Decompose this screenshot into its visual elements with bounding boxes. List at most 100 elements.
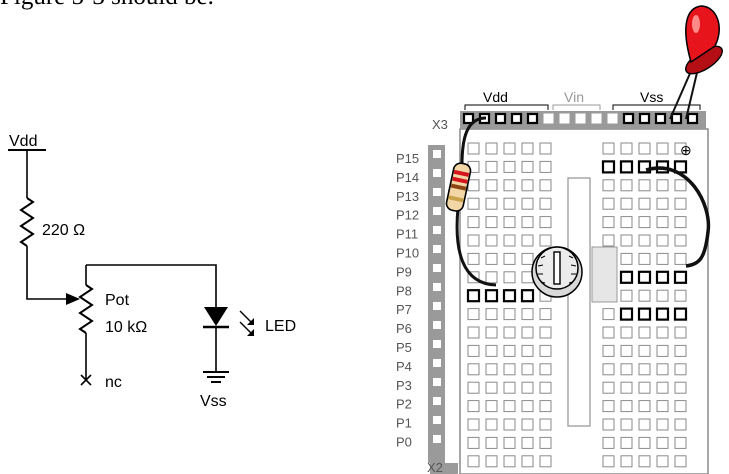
breadboard-hole (656, 455, 669, 468)
breadboard-hole (602, 326, 615, 339)
pin-label: P6 (396, 321, 412, 336)
breadboard-hole (638, 344, 651, 357)
led-label: LED (265, 318, 296, 335)
breadboard-hole (602, 197, 615, 210)
x3-hole (575, 113, 586, 124)
breadboard-hole (539, 363, 552, 376)
breadboard-hole (637, 160, 652, 174)
breadboard-hole (674, 418, 687, 431)
breadboard-hole (620, 252, 633, 265)
breadboard-hole (674, 216, 687, 229)
breadboard-hole (485, 344, 498, 357)
breadboard-hole (656, 326, 669, 339)
p-hole (433, 397, 441, 405)
breadboard-hole (602, 400, 615, 413)
breadboard-hole (656, 344, 669, 357)
pin-label: P1 (396, 416, 412, 431)
pin-label: P15 (396, 151, 419, 166)
p-hole (433, 150, 441, 158)
p-hole (433, 302, 441, 310)
breadboard-hole (655, 270, 670, 284)
plus-marker: ⊕ (680, 142, 692, 158)
breadboard-hole (620, 455, 633, 468)
breadboard-hole (656, 197, 669, 210)
breadboard-hole (539, 344, 552, 357)
breadboard-hole (619, 160, 634, 174)
led-symbol (204, 307, 228, 326)
arrow-head (247, 318, 254, 325)
breadboard-hole (620, 400, 633, 413)
pin-label: P2 (396, 397, 412, 412)
breadboard-hole (638, 436, 651, 449)
breadboard-hole (503, 418, 516, 431)
breadboard-hole (674, 344, 687, 357)
breadboard-hole (485, 436, 498, 449)
breadboard-hole (620, 142, 633, 155)
breadboard-hole (503, 400, 516, 413)
breadboard-hole (620, 418, 633, 431)
pin-label: P3 (396, 378, 412, 393)
breadboard-hole (503, 216, 516, 229)
pin-label: P11 (396, 227, 418, 242)
breadboard-hole (656, 400, 669, 413)
breadboard-hole (503, 179, 516, 192)
x3-hole (526, 112, 539, 125)
vss-label: Vss (200, 393, 227, 410)
breadboard-hole (539, 160, 552, 173)
breadboard-hole (521, 179, 534, 192)
breadboard-hole (485, 308, 498, 321)
breadboard-hole (485, 252, 498, 265)
arrow-head (247, 329, 254, 336)
breadboard-hole (655, 307, 670, 321)
pot-name: Pot (105, 292, 130, 309)
breadboard-hole (638, 179, 651, 192)
breadboard-hole (485, 142, 498, 155)
schematic: Vdd 220 Ω Pot 10 kΩ nc LED (8, 133, 296, 410)
breadboard-hole (484, 289, 499, 303)
breadboard-hole (485, 197, 498, 210)
breadboard-hole (521, 308, 534, 321)
breadboard-hole (620, 216, 633, 229)
breadboard-hole (521, 326, 534, 339)
breadboard-hole (521, 381, 534, 394)
breadboard-hole (656, 216, 669, 229)
x3-hole (622, 112, 635, 125)
breadboard-hole (521, 142, 534, 155)
breadboard-hole (602, 436, 615, 449)
breadboard-hole (673, 270, 688, 284)
breadboard-hole (539, 197, 552, 210)
pin-label: P5 (396, 340, 412, 355)
breadboard-hole (656, 436, 669, 449)
breadboard-hole (467, 418, 480, 431)
breadboard-hole (602, 216, 615, 229)
breadboard-hole (638, 252, 651, 265)
breadboard-hole (521, 455, 534, 468)
breadboard-hole (467, 344, 480, 357)
pot-slot (553, 251, 561, 285)
p-hole (433, 264, 441, 272)
breadboard-hole (539, 142, 552, 155)
x3-hole (670, 112, 683, 125)
p-hole (433, 283, 441, 291)
breadboard-hole (467, 381, 480, 394)
breadboard-hole (674, 234, 687, 247)
breadboard-hole (485, 271, 498, 284)
center-channel (567, 177, 591, 427)
breadboard-hole (467, 363, 480, 376)
breadboard-hole (485, 326, 498, 339)
breadboard-hole (674, 197, 687, 210)
header-vdd-label: Vdd (483, 89, 508, 105)
breadboard-hole (485, 381, 498, 394)
wiper-arrow (66, 293, 80, 305)
breadboard-hole (674, 436, 687, 449)
wire (26, 246, 68, 300)
breadboard-hole (656, 289, 669, 302)
wire (86, 264, 217, 307)
breadboard: Vdd Vin Vss X3 X2 P15P14P13P12P11P10P9P8… (396, 5, 723, 474)
breadboard-hole (539, 234, 552, 247)
ground-symbol (203, 371, 229, 383)
x2-label: X2 (427, 460, 443, 474)
